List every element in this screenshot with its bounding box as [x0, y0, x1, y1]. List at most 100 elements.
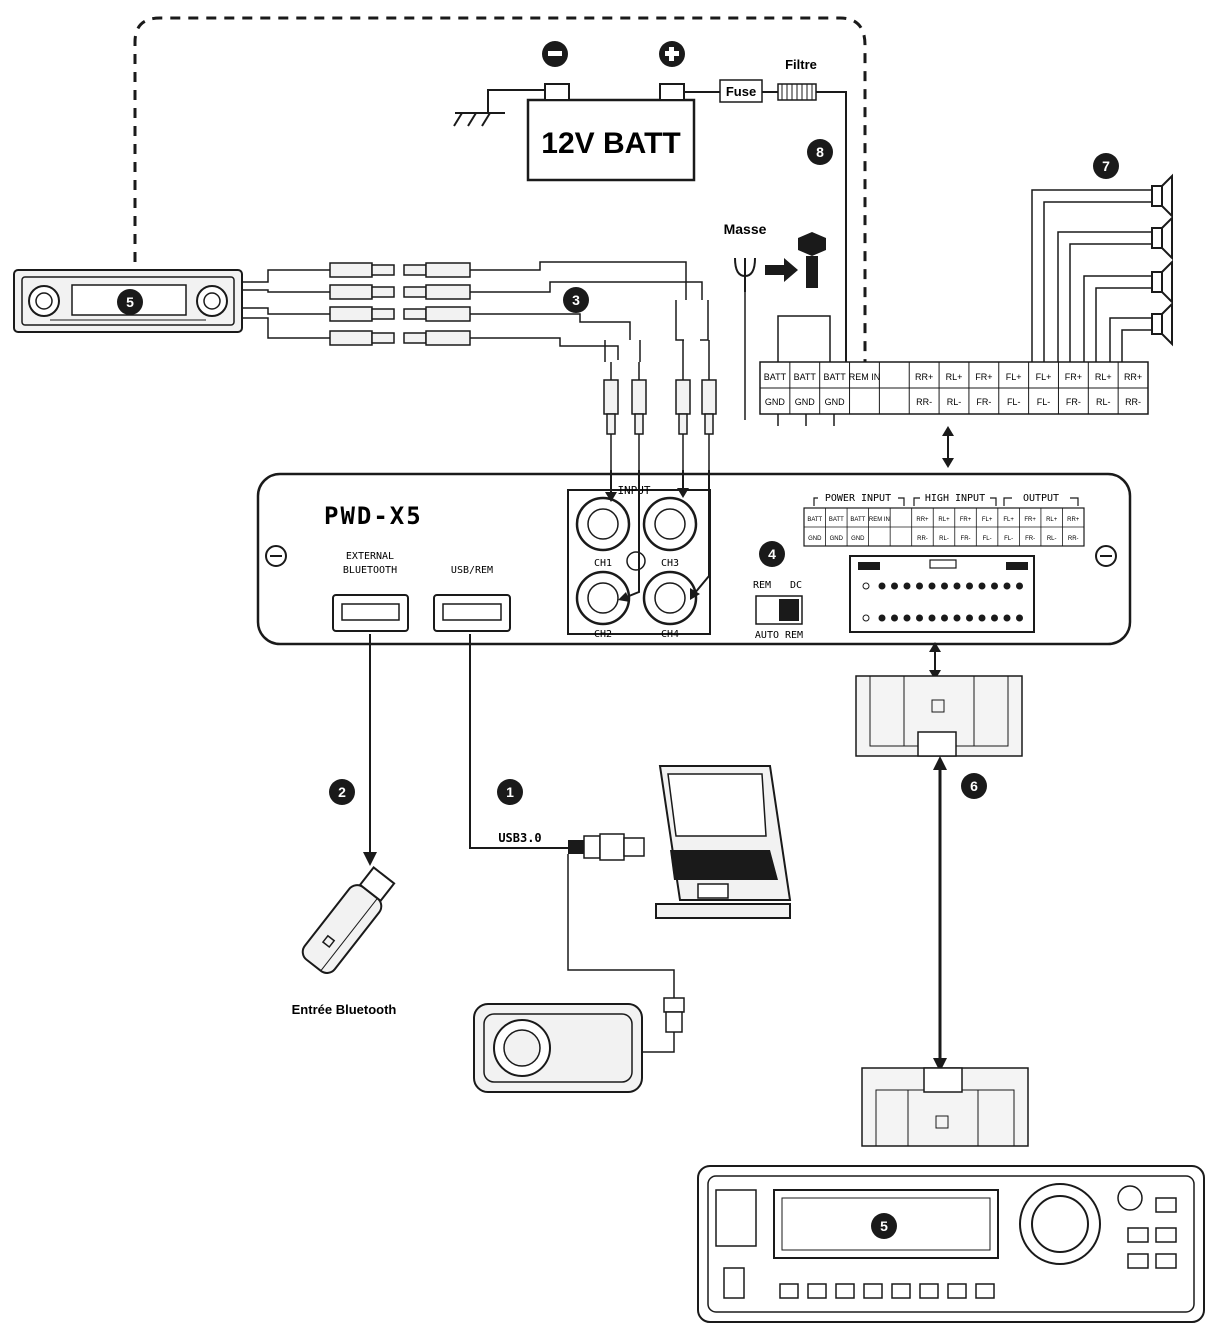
- svg-text:Fuse: Fuse: [726, 84, 756, 99]
- terminal-label-top: BATT: [794, 372, 817, 382]
- switch-auto-rem-label: AUTO REM: [755, 630, 803, 641]
- marker-5-icon: [871, 1213, 897, 1239]
- terminal-label-bottom: FL-: [1037, 397, 1051, 407]
- preset-buttons: [779, 1197, 1177, 1299]
- amp-terminal-label-top: RR+: [1067, 517, 1080, 523]
- terminal-label-top: RR+: [1124, 372, 1142, 382]
- marker-1-label: 1: [506, 784, 514, 800]
- marker-3-label: 3: [572, 292, 580, 308]
- connector-pin: [991, 582, 998, 590]
- terminal-label-top: BATT: [823, 372, 846, 382]
- filter-label: Filtre: [785, 57, 817, 72]
- ground-screw-icon: [626, 551, 646, 571]
- marker-3-icon: [563, 287, 589, 313]
- connector-pin: [991, 614, 998, 622]
- battery: 12V BATT: [526, 41, 696, 182]
- terminal-label-bottom: RL-: [1096, 397, 1111, 407]
- terminal-label-bottom: FR-: [976, 397, 991, 407]
- bluetooth-port-label-2: BLUETOOTH: [343, 565, 397, 576]
- usb-plug-icon: [568, 833, 645, 861]
- connector-pin: [862, 614, 870, 622]
- amp-terminal-label-bottom: RR-: [917, 536, 928, 542]
- amp-terminal-label-top: FR+: [960, 517, 972, 523]
- amp-terminal-label-bottom: FL-: [1004, 536, 1013, 542]
- amp-terminal-label-bottom: RL-: [1047, 536, 1057, 542]
- usb-rem-port[interactable]: [433, 594, 511, 632]
- speaker-icon: [1151, 227, 1163, 249]
- amp-terminal-label-top: BATT: [850, 517, 865, 523]
- connector-pin: [916, 582, 923, 590]
- marker-7-label: 7: [1102, 158, 1110, 174]
- harness-plug-lower: [861, 1067, 1029, 1147]
- amp-terminal-label-bottom: GND: [808, 536, 822, 542]
- connector-pin: [941, 614, 948, 622]
- battery-power-wire: [816, 91, 847, 362]
- connector-pin: [966, 614, 973, 622]
- terminal-label-top: RL+: [946, 372, 963, 382]
- amp-terminal-label-bottom: RR-: [1068, 536, 1079, 542]
- marker-5-icon: [117, 289, 143, 315]
- terminal-label-top: BATT: [764, 372, 787, 382]
- input-title: INPUT: [617, 484, 650, 497]
- amp-terminal-label-bottom: FL-: [983, 536, 992, 542]
- terminal-label-bottom: FR-: [1066, 397, 1081, 407]
- terminal-label-top: FR+: [975, 372, 992, 382]
- marker-8-label: 8: [816, 144, 824, 160]
- connector-pin: [878, 614, 886, 622]
- speaker-icon: [1151, 185, 1163, 207]
- head-unit-bottom: [697, 1165, 1205, 1323]
- arrow-down-icon: [605, 492, 617, 502]
- arrow-right-icon: [765, 258, 798, 282]
- arrow-down-icon: [363, 852, 377, 866]
- bluetooth-usb-port[interactable]: [332, 594, 409, 632]
- arrow-icon: [618, 592, 630, 602]
- amp-terminal-label-bottom: FR-: [1025, 536, 1035, 542]
- ch2-label: CH2: [594, 629, 612, 640]
- button-icon: [1117, 1185, 1143, 1211]
- bluetooth-caption: Entrée Bluetooth: [292, 1002, 397, 1017]
- switch-dc-label: DC: [790, 580, 802, 591]
- marker-4-label: 4: [768, 546, 776, 562]
- connector-pin: [953, 614, 961, 622]
- harness-plug-upper: [855, 675, 1023, 757]
- output-label: OUTPUT: [1023, 493, 1059, 504]
- connector-pin: [928, 582, 936, 590]
- terminal-label-bottom: GND: [825, 397, 846, 407]
- marker-5-label: 5: [880, 1218, 888, 1234]
- terminal-label-bottom: RR-: [1125, 397, 1141, 407]
- usb-plug-icon: [665, 1011, 683, 1033]
- marker-7-icon: [1093, 153, 1119, 179]
- rca-plugs: [603, 379, 717, 435]
- switch-knob: [779, 599, 799, 621]
- terminal-label-top: FL+: [1036, 372, 1052, 382]
- arrow-down-icon: [933, 1058, 947, 1072]
- terminal-label-bottom: GND: [765, 397, 786, 407]
- speakers: [1031, 173, 1173, 372]
- connector-pin: [891, 582, 898, 590]
- remote-controller-icon: [473, 1003, 643, 1093]
- amp-terminal-label-bottom: GND: [851, 536, 865, 542]
- connector-pin: [891, 614, 898, 622]
- connector-pin: [928, 614, 936, 622]
- usb-cable: [469, 634, 568, 849]
- terminal-label-bottom: GND: [795, 397, 816, 407]
- double-arrow-icon: [942, 426, 954, 468]
- connector-pin: [978, 582, 986, 590]
- ground-label: Masse: [724, 221, 767, 237]
- amplifier: PWD-X5 EXTERNAL BLUETOOTH USB/REM INPUT …: [256, 470, 1132, 646]
- marker-4-icon: [759, 541, 785, 567]
- battery-neg-post: [544, 83, 570, 101]
- amp-terminal-label-top: FL+: [982, 517, 993, 523]
- bolt-icon: [798, 232, 826, 256]
- connector-pin: [903, 614, 911, 622]
- terminal-label-top: FL+: [1006, 372, 1022, 382]
- switch-rem-label: REM: [753, 580, 771, 591]
- amp-terminal-label-top: BATT: [829, 517, 844, 523]
- terminal-label-top: REM IN: [849, 372, 881, 382]
- power-input-label: POWER INPUT: [825, 493, 891, 504]
- speaker-icon: [1151, 271, 1163, 293]
- high-input-label: HIGH INPUT: [925, 493, 985, 504]
